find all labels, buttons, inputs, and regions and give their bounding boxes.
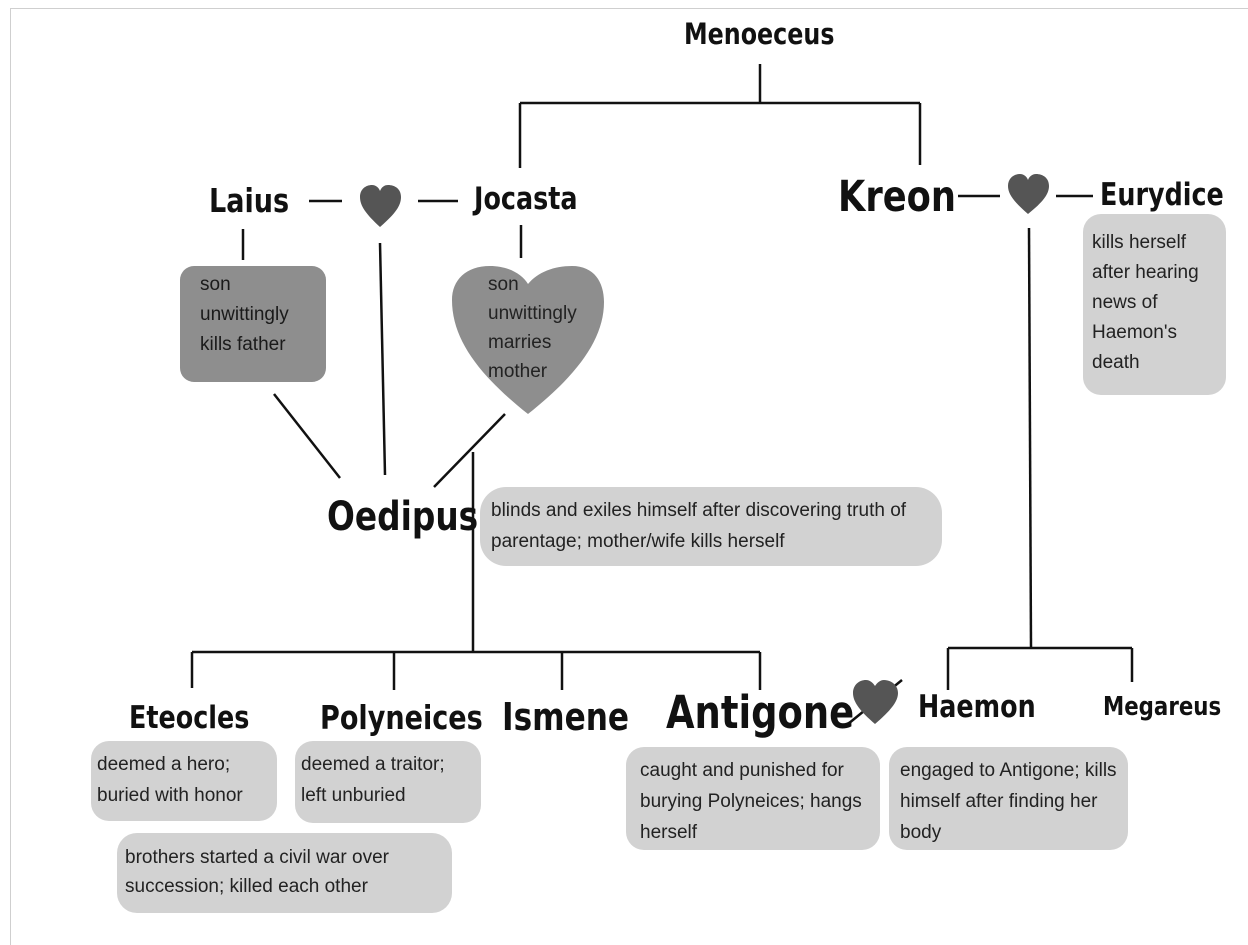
person-menoeceus: Menoeceus [684, 17, 835, 51]
heart-note-background [452, 266, 604, 414]
crossed-heart-icon-antigone-haemon [853, 680, 898, 724]
heart-icon-kreon-eurydice [1008, 174, 1049, 214]
heart-icon-laius-jocasta [360, 185, 401, 227]
eurydice-note: kills herself after hearing news of Haem… [1083, 214, 1226, 395]
person-antigone: Antigone [666, 686, 855, 739]
frame-top-border [10, 8, 1248, 9]
polyneices-note: deemed a traitor; left unburied [295, 741, 481, 823]
polyneices-note-text: deemed a traitor; left unburied [301, 754, 445, 806]
person-haemon: Haemon [918, 689, 1036, 725]
person-polyneices: Polyneices [320, 698, 483, 737]
frame-left-border [10, 8, 11, 945]
haemon-note-text: engaged to Antigone; kills himself after… [900, 760, 1117, 843]
eteocles-note: deemed a hero; buried with honor [91, 741, 277, 821]
brothers-note-text: brothers started a civil war over succes… [125, 847, 389, 897]
connector-heart-to-oedipus [378, 242, 387, 476]
connector-kreon-trunk [1027, 227, 1033, 649]
laius-note: son unwittingly kills father [180, 266, 326, 382]
person-laius: Laius [209, 181, 290, 220]
person-jocasta: Jocasta [474, 181, 578, 217]
antigone-note: caught and punished for burying Polyneic… [626, 747, 880, 850]
person-eurydice: Eurydice [1100, 177, 1224, 213]
antigone-note-text: caught and punished for burying Polyneic… [640, 760, 862, 843]
eurydice-note-text: kills herself after hearing news of Haem… [1092, 232, 1199, 373]
connector-note-to-oedipus [273, 393, 341, 479]
person-megareus: Megareus [1103, 692, 1222, 722]
jocasta-note-text: son unwittingly marries mother [488, 274, 577, 382]
person-oedipus: Oedipus [327, 494, 479, 540]
person-eteocles: Eteocles [129, 700, 250, 736]
brothers-note: brothers started a civil war over succes… [117, 833, 452, 913]
connector-jocasta-heart-to-oedipus [433, 413, 506, 488]
person-kreon: Kreon [838, 172, 956, 222]
oedipus-note-text: blinds and exiles himself after discover… [491, 500, 907, 552]
person-ismene: Ismene [502, 695, 630, 739]
laius-note-text: son unwittingly kills father [200, 274, 289, 355]
eteocles-note-text: deemed a hero; buried with honor [97, 754, 243, 806]
haemon-note: engaged to Antigone; kills himself after… [889, 747, 1128, 850]
oedipus-note: blinds and exiles himself after discover… [480, 487, 942, 566]
